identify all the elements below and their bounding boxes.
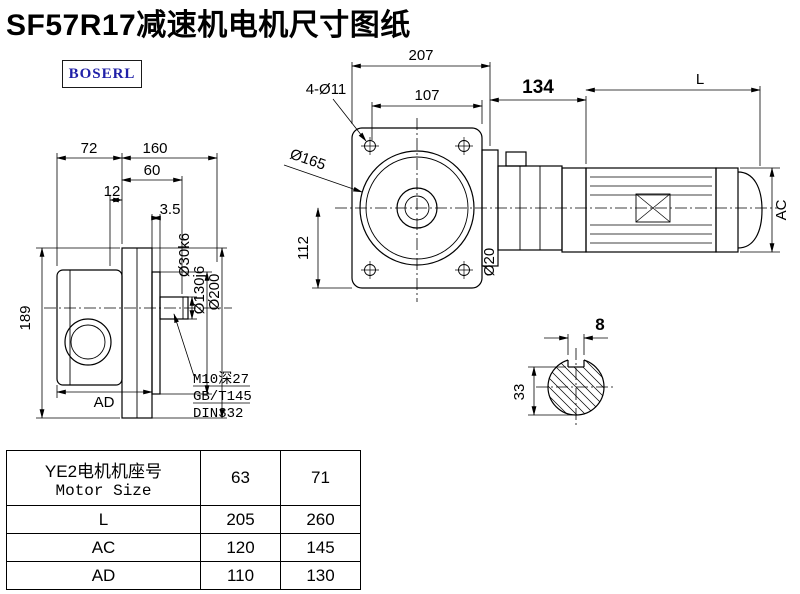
side-view-labels: 207 4-Ø11 107 134 L Ø165 112 Ø20 AC bbox=[288, 47, 790, 276]
motor-size-label-cn: YE2电机机座号 bbox=[44, 461, 163, 481]
dim-160-label: 160 bbox=[142, 140, 167, 157]
dim-33-label: 33 bbox=[511, 384, 528, 401]
dim-l-label: L bbox=[696, 71, 704, 88]
dim-12-label: 12 bbox=[104, 183, 121, 200]
shaft-section-labels: 8 33 bbox=[511, 315, 605, 400]
dim-3-5-label: 3.5 bbox=[160, 201, 181, 218]
boserl-logo: BOSERL bbox=[62, 60, 142, 88]
dim-112-label: 112 bbox=[295, 236, 312, 260]
row-ad-value-71: 130 bbox=[280, 561, 361, 590]
table-row-l: L 205 260 bbox=[6, 505, 361, 534]
row-l-value-63: 205 bbox=[200, 505, 281, 534]
row-ac-value-71: 145 bbox=[280, 533, 361, 562]
dia-spigot-label: Ø130j6 bbox=[191, 266, 208, 314]
table-header-row: YE2电机机座号 Motor Size 63 71 bbox=[6, 450, 361, 506]
shaft-section-dimensions bbox=[528, 334, 608, 416]
side-view-dimensions bbox=[283, 62, 780, 289]
dia-flange-label: Ø200 bbox=[206, 274, 223, 311]
dia-motor-shaft-label: Ø20 bbox=[481, 248, 498, 276]
motor-size-table: YE2电机机座号 Motor Size 63 71 L 205 260 AC 1… bbox=[6, 450, 361, 590]
tap-note-line3: DIN332 bbox=[193, 406, 243, 422]
row-ad-value-63: 110 bbox=[200, 561, 281, 590]
dim-189-label: 189 bbox=[17, 305, 34, 330]
dim-ac-label: AC bbox=[773, 199, 790, 220]
row-ad-label: AD bbox=[6, 561, 201, 590]
dia-165-label: Ø165 bbox=[288, 146, 328, 174]
row-ac-value-63: 120 bbox=[200, 533, 281, 562]
front-view-labels: 72 160 60 12 3.5 189 AD Ø30k6 Ø130j6 Ø20… bbox=[17, 140, 252, 422]
motor-size-label-en: Motor Size bbox=[55, 481, 152, 500]
dim-8-label: 8 bbox=[595, 315, 604, 334]
dim-4xd11-label: 4-Ø11 bbox=[306, 81, 347, 98]
tap-note-line1: M10深27 bbox=[193, 371, 249, 388]
motor-size-71-cell: 71 bbox=[280, 450, 361, 506]
dim-107-label: 107 bbox=[414, 87, 439, 104]
dim-72-label: 72 bbox=[81, 140, 98, 157]
dim-ad-label: AD bbox=[94, 394, 115, 411]
page-title: SF57R17减速机电机尺寸图纸 bbox=[6, 9, 411, 42]
side-view bbox=[335, 118, 778, 302]
table-row-ad: AD 110 130 bbox=[6, 561, 361, 590]
row-l-value-71: 260 bbox=[280, 505, 361, 534]
motor-size-header-cell: YE2电机机座号 Motor Size bbox=[6, 450, 201, 506]
boserl-logo-text: BOSERL bbox=[68, 65, 136, 82]
table-row-ac: AC 120 145 bbox=[6, 533, 361, 562]
front-view-dimensions bbox=[36, 153, 250, 419]
dim-60-label: 60 bbox=[144, 162, 161, 179]
front-view bbox=[44, 247, 232, 419]
row-ac-label: AC bbox=[6, 533, 201, 562]
size-table-container: YE2电机机座号 Motor Size 63 71 L 205 260 AC 1… bbox=[6, 450, 361, 590]
row-l-label: L bbox=[6, 505, 201, 534]
dim-134-label: 134 bbox=[522, 77, 554, 98]
dia-shaft-label: Ø30k6 bbox=[176, 233, 193, 277]
motor-size-63-cell: 63 bbox=[200, 450, 281, 506]
tap-note-line2: GB/T145 bbox=[193, 389, 252, 405]
dim-207-label: 207 bbox=[408, 47, 433, 64]
shaft-section-view bbox=[536, 348, 616, 426]
